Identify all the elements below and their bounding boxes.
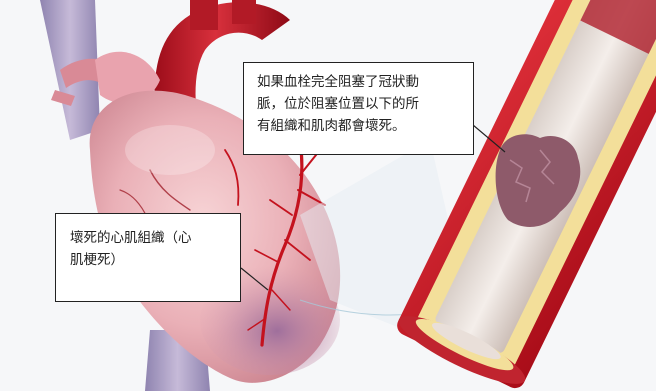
blockage-callout-line-2: 脈，位於阻塞位置以下的所: [257, 93, 465, 115]
necrosis-callout: 壞死的心肌組織（心 肌梗死）: [55, 213, 241, 302]
necrosis-callout-line-2: 肌梗死）: [70, 249, 232, 271]
blockage-callout-line-1: 如果血栓完全阻塞了冠狀動: [257, 71, 465, 93]
aorta-branch: [232, 0, 256, 24]
necrosis-callout-line-1: 壞死的心肌組織（心: [70, 227, 232, 249]
heart-highlight: [125, 125, 215, 175]
blockage-callout-line-3: 有組織和肌肉都會壞死。: [257, 115, 465, 137]
blockage-callout: 如果血栓完全阻塞了冠狀動 脈，位於阻塞位置以下的所 有組織和肌肉都會壞死。: [243, 62, 474, 155]
aorta-branch: [190, 0, 218, 30]
